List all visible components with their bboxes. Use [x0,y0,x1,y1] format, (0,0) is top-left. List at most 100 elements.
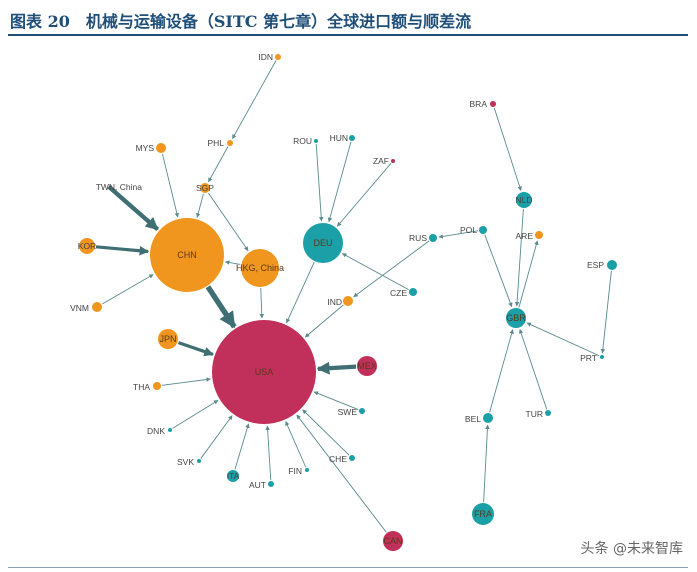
edge-ind-to-usa [304,304,344,338]
node-jpn: JPN [158,329,178,349]
node-label: BEL [465,414,481,424]
node-circle [506,308,526,328]
edge-prt-to-gbr [526,322,600,357]
node-chn: CHN [150,218,224,292]
node-label: DEU [313,238,332,248]
node-label: GBR [506,313,526,323]
edge-pol-to-rus [438,230,479,239]
node-tur: TUR [526,409,551,419]
edge-ita-to-usa [234,423,250,470]
edge-bra-to-nld [493,107,522,191]
edge-aut-to-usa [265,425,272,481]
node-prt: PRT [580,353,604,363]
edge-sgp-to-hkg [208,192,249,252]
figure-title: 图表 20 机械与运输设备（SITC 第七章）全球进口额与顺差流 [10,12,472,31]
node-label: RUS [409,233,427,243]
node-circle [158,329,178,349]
edge-hkg-to-chn [224,260,241,265]
edge-nld-to-gbr [514,208,524,307]
node-circle [314,139,318,143]
node-label: MYS [136,143,155,153]
node-circle [391,159,395,163]
title-divider [8,34,688,36]
node-label: IDN [258,52,273,62]
edge-hun-to-deu [327,141,352,223]
edge-rus-to-ind [353,240,430,298]
node-circle [409,288,417,296]
node-circle [305,468,309,472]
node-label: CHE [329,454,347,464]
edge-pol-to-gbr [484,234,513,308]
node-circle [227,140,233,146]
figure-header: 图表 20 机械与运输设备（SITC 第七章）全球进口额与顺差流 [0,0,697,40]
edge-mex-to-usa [316,361,357,375]
node-nld: NLD [515,192,533,208]
edge-fra-to-bel [483,424,490,503]
node-label: POL [460,225,477,235]
edge-rou-to-deu [315,143,324,222]
node-label: NLD [515,195,532,205]
edge-tha-to-usa [161,377,211,386]
edge-kor-to-chn [95,245,150,256]
node-circle [200,183,210,193]
node-circle [600,355,604,359]
node-tha: THA [133,382,161,392]
node-circle [357,356,377,376]
node-label: THA [133,382,150,392]
node-circle [545,410,551,416]
edge-vnm-to-chn [101,274,154,305]
node-dnk: DNK [147,426,172,436]
edge-chn-to-usa [205,285,237,329]
edge-fin-to-usa [285,421,307,468]
footer-divider [8,567,688,568]
edge-zaf-to-deu [336,162,392,227]
node-label: SVK [177,457,194,467]
node-circle [343,296,353,306]
edge-tur-to-gbr [518,328,548,410]
node-rou: ROU [293,136,318,146]
node-label: ITA [227,471,240,481]
node-label: TUR [526,409,543,419]
node-ita: ITA [227,470,240,482]
node-circle [349,135,355,141]
node-label: ZAF [373,156,389,166]
node-svk: SVK [177,457,201,467]
node-label: MEX [357,361,377,371]
node-sgp: SGP [196,183,214,193]
watermark: 头条 @未来智库 [580,541,683,557]
node-circle [212,320,316,424]
node-label: SWE [338,407,358,417]
node-circle [303,223,343,263]
node-aut: AUT [249,480,274,490]
edge-esp-to-prt [600,270,612,354]
node-label: CAN [383,536,402,546]
node-circle [359,408,365,414]
node-circle [92,302,102,312]
node-deu: DEU [303,223,343,263]
node-label: BRA [470,99,488,109]
node-label: SGP [196,183,214,193]
node-label: TWN, China [96,182,143,192]
edge-sgp-to-chn [195,193,204,218]
node-kor: KOR [78,238,96,254]
node-label: CZE [390,288,407,298]
node-circle [268,481,274,487]
node-phl: PHL [207,138,233,148]
node-fin: FIN [288,466,309,476]
edges-layer [95,60,612,533]
edge-cze-to-deu [341,253,409,291]
edge-idn-to-phl [232,60,277,140]
node-circle [153,382,161,390]
node-fra: FRA [472,503,494,525]
node-circle [349,455,355,461]
node-label: AUT [249,480,266,490]
node-are: ARE [516,231,543,241]
node-can: CAN [383,531,403,551]
edge-bel-to-gbr [489,329,514,413]
node-label: FRA [474,509,492,519]
node-zaf: ZAF [373,156,395,166]
edge-gbr-to-are [518,240,539,308]
node-label: VNM [70,303,89,313]
node-label: ARE [516,231,534,241]
